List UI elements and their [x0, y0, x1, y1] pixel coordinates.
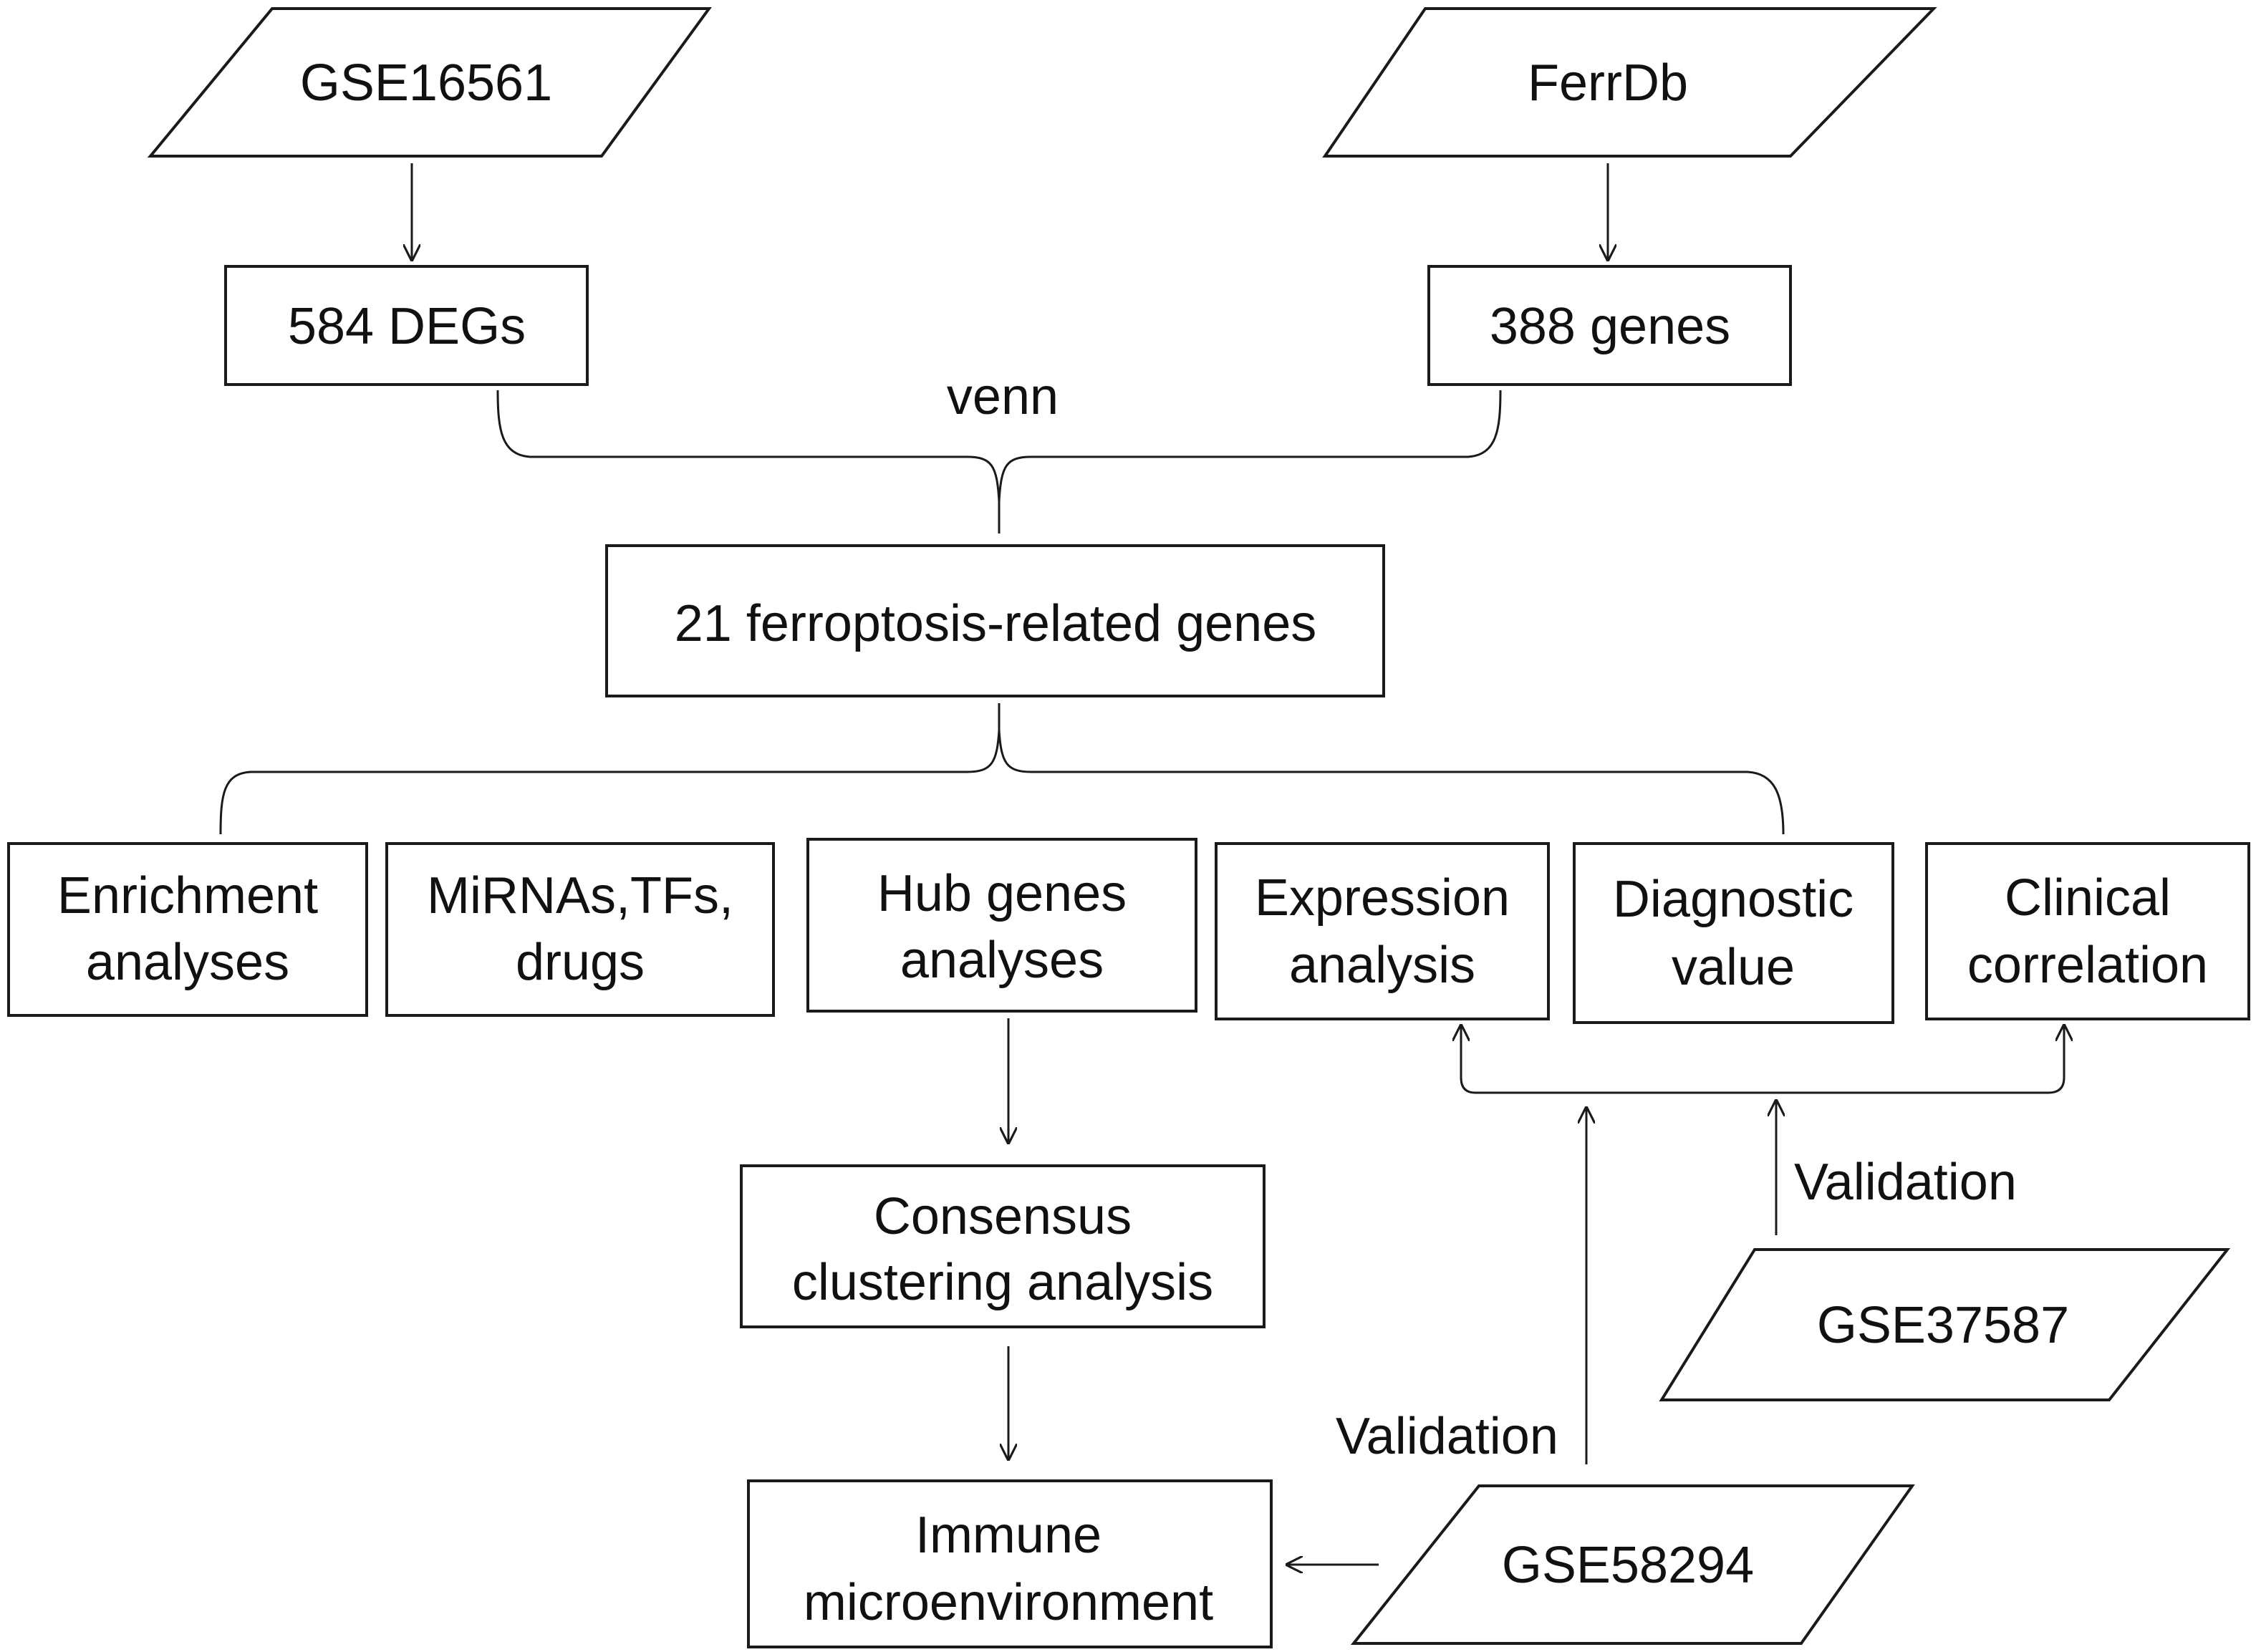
hub-genes-node: Hub genes analyses	[806, 838, 1197, 1013]
genes388-node: 388 genes	[1427, 265, 1792, 386]
expression-analysis-node: Expression analysis	[1215, 842, 1550, 1020]
diagnostic-line-2: value	[1672, 939, 1795, 996]
venn-label: venn	[947, 368, 1059, 425]
diagnostic-line-1: Diagnostic	[1613, 871, 1854, 928]
clinical-line-1: Clinical	[2005, 869, 2171, 927]
clinical-line-2: correlation	[1967, 937, 2208, 994]
expression-line-1: Expression	[1255, 869, 1510, 927]
clinical-correlation-node: Clinical correlation	[1925, 842, 2250, 1020]
gse58294-label: GSE58294	[1502, 1537, 1754, 1594]
expression-line-2: analysis	[1289, 937, 1475, 994]
validation-label-gse58294: Validation	[1336, 1408, 1558, 1465]
mirnas-line-1: MiRNAs,TFs,	[427, 867, 733, 924]
degs-label: 584 DEGs	[288, 298, 526, 355]
enrichment-line-1: Enrichment	[57, 867, 318, 924]
ferrdb-label: FerrDb	[1528, 54, 1688, 112]
consensus-line-2: clustering analysis	[792, 1254, 1213, 1311]
diagnostic-value-node: Diagnostic value	[1573, 842, 1894, 1024]
immune-microenvironment-node: Immune microenvironment	[747, 1479, 1273, 1648]
enrichment-line-2: analyses	[86, 934, 289, 991]
hub-line-2: analyses	[900, 932, 1104, 989]
gse16561-dataset-node: GSE16561	[147, 7, 712, 158]
ferroptosis-label: 21 ferroptosis-related genes	[675, 595, 1317, 652]
degs-node: 584 DEGs	[224, 265, 589, 386]
mirnas-tfs-drugs-node: MiRNAs,TFs, drugs	[385, 842, 775, 1017]
immune-line-2: microenvironment	[804, 1574, 1213, 1631]
hub-line-1: Hub genes	[877, 865, 1127, 922]
ferrdb-database-node: FerrDb	[1322, 7, 1937, 158]
validation-label-gse37587: Validation	[1794, 1154, 2017, 1211]
genes388-label: 388 genes	[1490, 298, 1730, 355]
gse37587-label: GSE37587	[1817, 1297, 2069, 1354]
analysis-split-brace	[219, 730, 1785, 835]
validation-bracket	[1460, 1025, 2065, 1094]
ferroptosis-genes-node: 21 ferroptosis-related genes	[605, 544, 1385, 697]
gse58294-dataset-node: GSE58294	[1350, 1484, 1915, 1645]
immune-line-1: Immune	[915, 1507, 1102, 1564]
gse16561-label: GSE16561	[300, 54, 552, 112]
consensus-line-1: Consensus	[874, 1188, 1132, 1245]
gse37587-dataset-node: GSE37587	[1659, 1248, 2231, 1401]
mirnas-line-2: drugs	[516, 934, 645, 991]
consensus-clustering-node: Consensus clustering analysis	[740, 1164, 1266, 1328]
enrichment-analyses-node: Enrichment analyses	[7, 842, 368, 1017]
